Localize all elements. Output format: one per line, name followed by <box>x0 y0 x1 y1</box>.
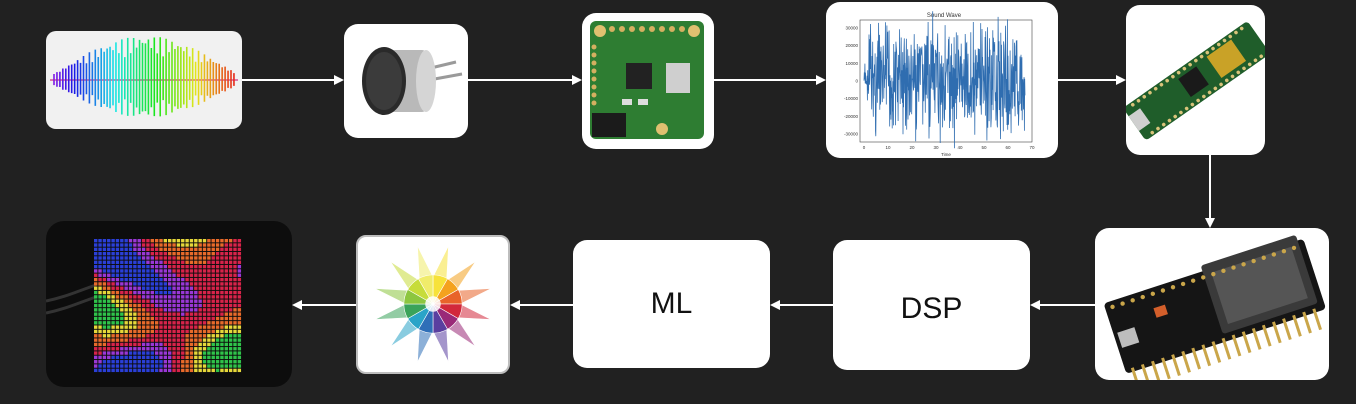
plot-title: Sound Wave <box>927 13 962 19</box>
y-tick-label: -20000 <box>844 114 859 119</box>
dsp-label: DSP <box>900 292 963 325</box>
x-tick-label: 10 <box>885 145 891 150</box>
esp32-board-node <box>1095 228 1329 380</box>
x-tick-label: 20 <box>909 145 915 150</box>
led-matrix-icon <box>46 239 242 373</box>
color-wheel-icon <box>374 245 492 363</box>
audio-board-icon <box>590 21 704 139</box>
ml-label: ML <box>650 287 693 320</box>
microcontroller-icon <box>1126 22 1265 140</box>
x-tick-label: 0 <box>863 145 866 150</box>
ml-box: ML <box>573 240 770 368</box>
y-tick-label: 10000 <box>845 61 858 66</box>
audio-adapter-board-node <box>582 13 714 149</box>
x-tick-label: 30 <box>933 145 939 150</box>
waveform-plot-node: Sound Wave 30000 20000 10000 0 -10000 -20000 -… <box>826 2 1058 158</box>
dsp-box: DSP <box>833 240 1030 370</box>
y-tick-label: 20000 <box>845 43 858 48</box>
microcontroller-board-node <box>1126 5 1265 155</box>
led-matrix-node <box>46 221 292 387</box>
color-emotion-wheel-node <box>356 235 510 374</box>
x-tick-label: 70 <box>1029 145 1035 150</box>
x-tick-label: 40 <box>957 145 963 150</box>
plot-xlabel: Time <box>941 152 951 157</box>
microphone-node <box>344 24 468 138</box>
y-tick-label: -10000 <box>844 96 859 101</box>
microphone-icon <box>362 47 463 115</box>
sound-wave-icon <box>50 37 238 117</box>
x-tick-label: 50 <box>981 145 987 150</box>
x-tick-label: 60 <box>1005 145 1011 150</box>
sound-wave-graphic-node <box>46 31 242 129</box>
y-tick-label: -30000 <box>844 132 859 137</box>
y-tick-label: 0 <box>855 79 858 84</box>
esp32-icon <box>1104 235 1326 380</box>
waveform-chart: Sound Wave 30000 20000 10000 0 -10000 -20000 -… <box>844 11 1035 157</box>
y-tick-label: 30000 <box>845 26 858 31</box>
